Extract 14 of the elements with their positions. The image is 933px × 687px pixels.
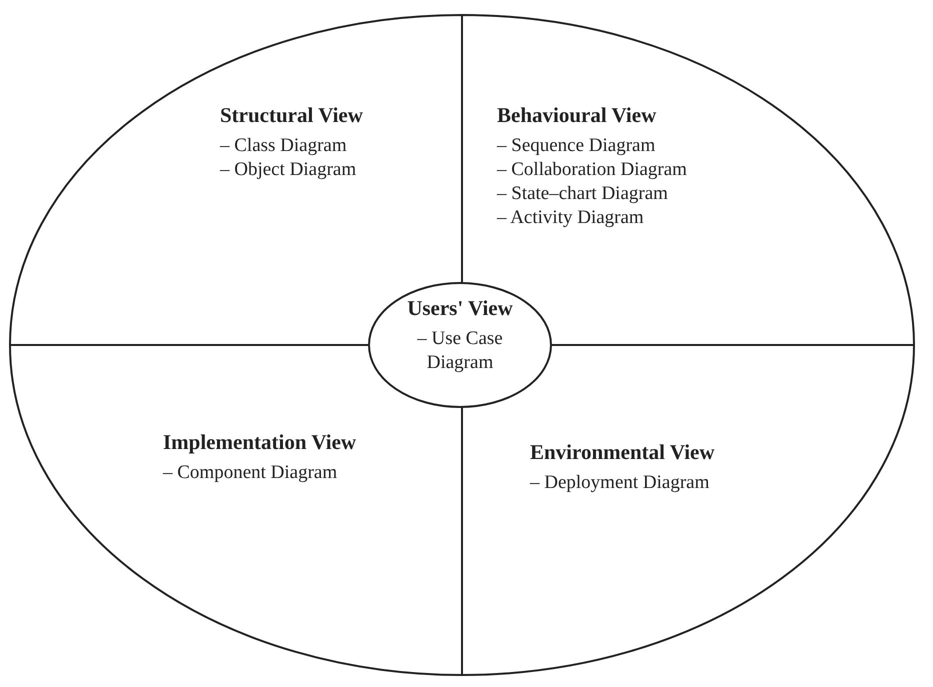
diagram-list-item: – Class Diagram — [220, 134, 348, 158]
diagram-list-item: – Component Diagram — [163, 461, 338, 485]
view-title: Behavioural View — [497, 103, 658, 128]
view-title: Users' View — [406, 296, 514, 321]
diagram-list-item: – State–chart Diagram — [497, 182, 669, 206]
diagram-list-item: – Object Diagram — [220, 158, 358, 182]
diagram-list-item: – Deployment Diagram — [530, 471, 710, 495]
view-title: Implementation View — [163, 430, 356, 455]
diagram-list-item: – Sequence Diagram — [497, 134, 656, 158]
view-title: Structural View — [220, 103, 363, 128]
diagram-list-item: – Collaboration Diagram — [497, 158, 687, 182]
view-title: Environmental View — [530, 440, 715, 465]
diagram-list-item: – Use Case Diagram — [416, 327, 504, 375]
diagram-list-item: – Activity Diagram — [497, 206, 645, 230]
